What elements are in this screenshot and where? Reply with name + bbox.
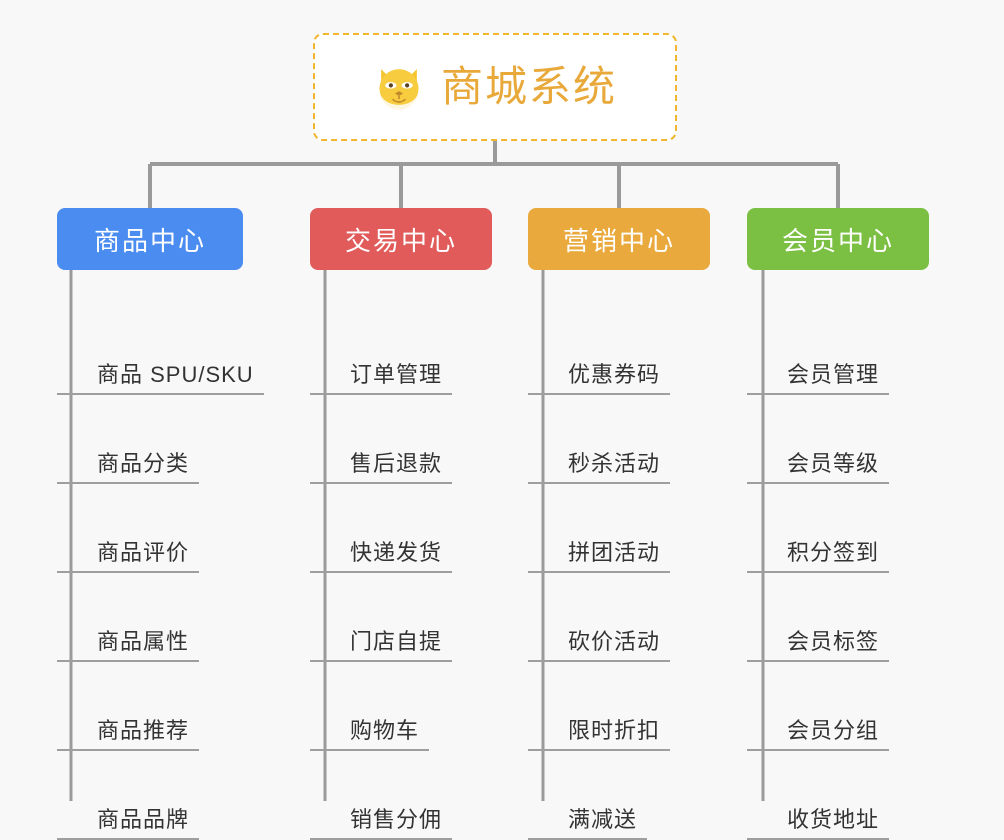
leaf-label: 拼团活动: [528, 540, 671, 573]
leaf-item[interactable]: 销售分佣: [310, 751, 492, 840]
leaf-label: 限时折扣: [528, 718, 671, 751]
branch-header-3[interactable]: 营销中心: [528, 208, 710, 270]
leaf-label: 快递发货: [310, 540, 453, 573]
leaf-label: 商品推荐: [57, 718, 200, 751]
leaf-label: 商品属性: [57, 629, 200, 662]
leaf-item[interactable]: 售后退款: [310, 395, 492, 484]
leaf-item[interactable]: 商品分类: [57, 395, 243, 484]
leaf-label: 商品评价: [57, 540, 200, 573]
leaf-item[interactable]: 会员标签: [747, 573, 929, 662]
leaf-label: 满减送: [528, 807, 648, 840]
leaf-item[interactable]: 满减送: [528, 751, 710, 840]
leaf-item[interactable]: 商品属性: [57, 573, 243, 662]
root-title: 商城系统: [440, 63, 617, 110]
leaf-list-3: 优惠券码 秒杀活动 拼团活动 砍价活动 限时折扣 满减送: [528, 270, 710, 840]
branch-header-4[interactable]: 会员中心: [747, 208, 929, 270]
leaf-item[interactable]: 积分签到: [747, 484, 929, 573]
leaf-item[interactable]: 商品品牌: [57, 751, 243, 840]
leaf-label: 销售分佣: [310, 807, 453, 840]
branch-header-label: 会员中心: [781, 225, 894, 256]
leaf-label: 会员管理: [747, 362, 890, 395]
root-node[interactable]: 商城系统: [313, 33, 677, 141]
leaf-item[interactable]: 门店自提: [310, 573, 492, 662]
leaf-label: 购物车: [310, 718, 430, 751]
branch-column-1: 商品中心 商品 SPU/SKU 商品分类 商品评价 商品属性 商品推荐 商品品牌: [57, 208, 264, 840]
leaf-item[interactable]: 快递发货: [310, 484, 492, 573]
branch-column-2: 交易中心 订单管理 售后退款 快递发货 门店自提 购物车 销售分佣: [310, 208, 492, 840]
leaf-label: 商品品牌: [57, 807, 200, 840]
leaf-label: 会员等级: [747, 451, 890, 484]
leaf-list-4: 会员管理 会员等级 积分签到 会员标签 会员分组 收货地址: [747, 270, 929, 840]
leaf-item[interactable]: 商品评价: [57, 484, 243, 573]
leaf-item[interactable]: 会员管理: [747, 270, 929, 395]
leaf-label: 商品分类: [57, 451, 200, 484]
leaf-label: 商品 SPU/SKU: [57, 362, 264, 395]
shiba-dog-icon: [379, 69, 419, 110]
branch-header-label: 营销中心: [562, 225, 675, 256]
leaf-item[interactable]: 收货地址: [747, 751, 929, 840]
leaf-label: 秒杀活动: [528, 451, 671, 484]
leaf-item[interactable]: 秒杀活动: [528, 395, 710, 484]
branch-header-1[interactable]: 商品中心: [57, 208, 243, 270]
leaf-item[interactable]: 订单管理: [310, 270, 492, 395]
leaf-list-2: 订单管理 售后退款 快递发货 门店自提 购物车 销售分佣: [310, 270, 492, 840]
leaf-label: 会员分组: [747, 718, 890, 751]
leaf-item[interactable]: 优惠券码: [528, 270, 710, 395]
leaf-label: 门店自提: [310, 629, 453, 662]
leaf-item[interactable]: 商品推荐: [57, 662, 243, 751]
leaf-item[interactable]: 限时折扣: [528, 662, 710, 751]
leaf-label: 砍价活动: [528, 629, 671, 662]
leaf-label: 积分签到: [747, 540, 890, 573]
leaf-item[interactable]: 购物车: [310, 662, 492, 751]
leaf-item[interactable]: 商品 SPU/SKU: [57, 270, 264, 395]
leaf-item[interactable]: 会员分组: [747, 662, 929, 751]
leaf-item[interactable]: 砍价活动: [528, 573, 710, 662]
leaf-item[interactable]: 拼团活动: [528, 484, 710, 573]
branch-header-label: 交易中心: [344, 225, 457, 256]
branch-header-label: 商品中心: [93, 225, 206, 256]
leaf-item[interactable]: 会员等级: [747, 395, 929, 484]
leaf-label: 售后退款: [310, 451, 453, 484]
branch-column-3: 营销中心 优惠券码 秒杀活动 拼团活动 砍价活动 限时折扣 满减送: [528, 208, 710, 840]
leaf-list-1: 商品 SPU/SKU 商品分类 商品评价 商品属性 商品推荐 商品品牌: [57, 270, 264, 840]
leaf-label: 优惠券码: [528, 362, 671, 395]
branch-column-4: 会员中心 会员管理 会员等级 积分签到 会员标签 会员分组 收货地址: [747, 208, 929, 840]
branch-header-2[interactable]: 交易中心: [310, 208, 492, 270]
leaf-label: 会员标签: [747, 629, 890, 662]
leaf-label: 收货地址: [747, 807, 890, 840]
leaf-label: 订单管理: [310, 362, 453, 395]
